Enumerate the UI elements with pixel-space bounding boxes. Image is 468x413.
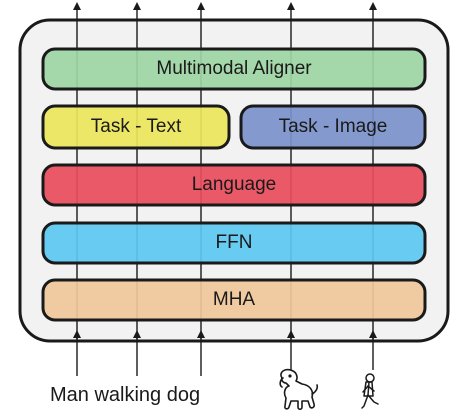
mha-block [41,278,427,322]
ffn-block [41,221,427,265]
text-input-label: Man walking dog [50,384,201,406]
task-text-block [41,104,231,150]
walking-person-icon [361,373,379,409]
dog-icon [279,368,319,411]
input-arrows [73,330,377,376]
multimodal-aligner-block [41,47,427,91]
output-arrows [73,2,377,20]
language-block [41,163,427,207]
task-image-block [239,104,427,150]
